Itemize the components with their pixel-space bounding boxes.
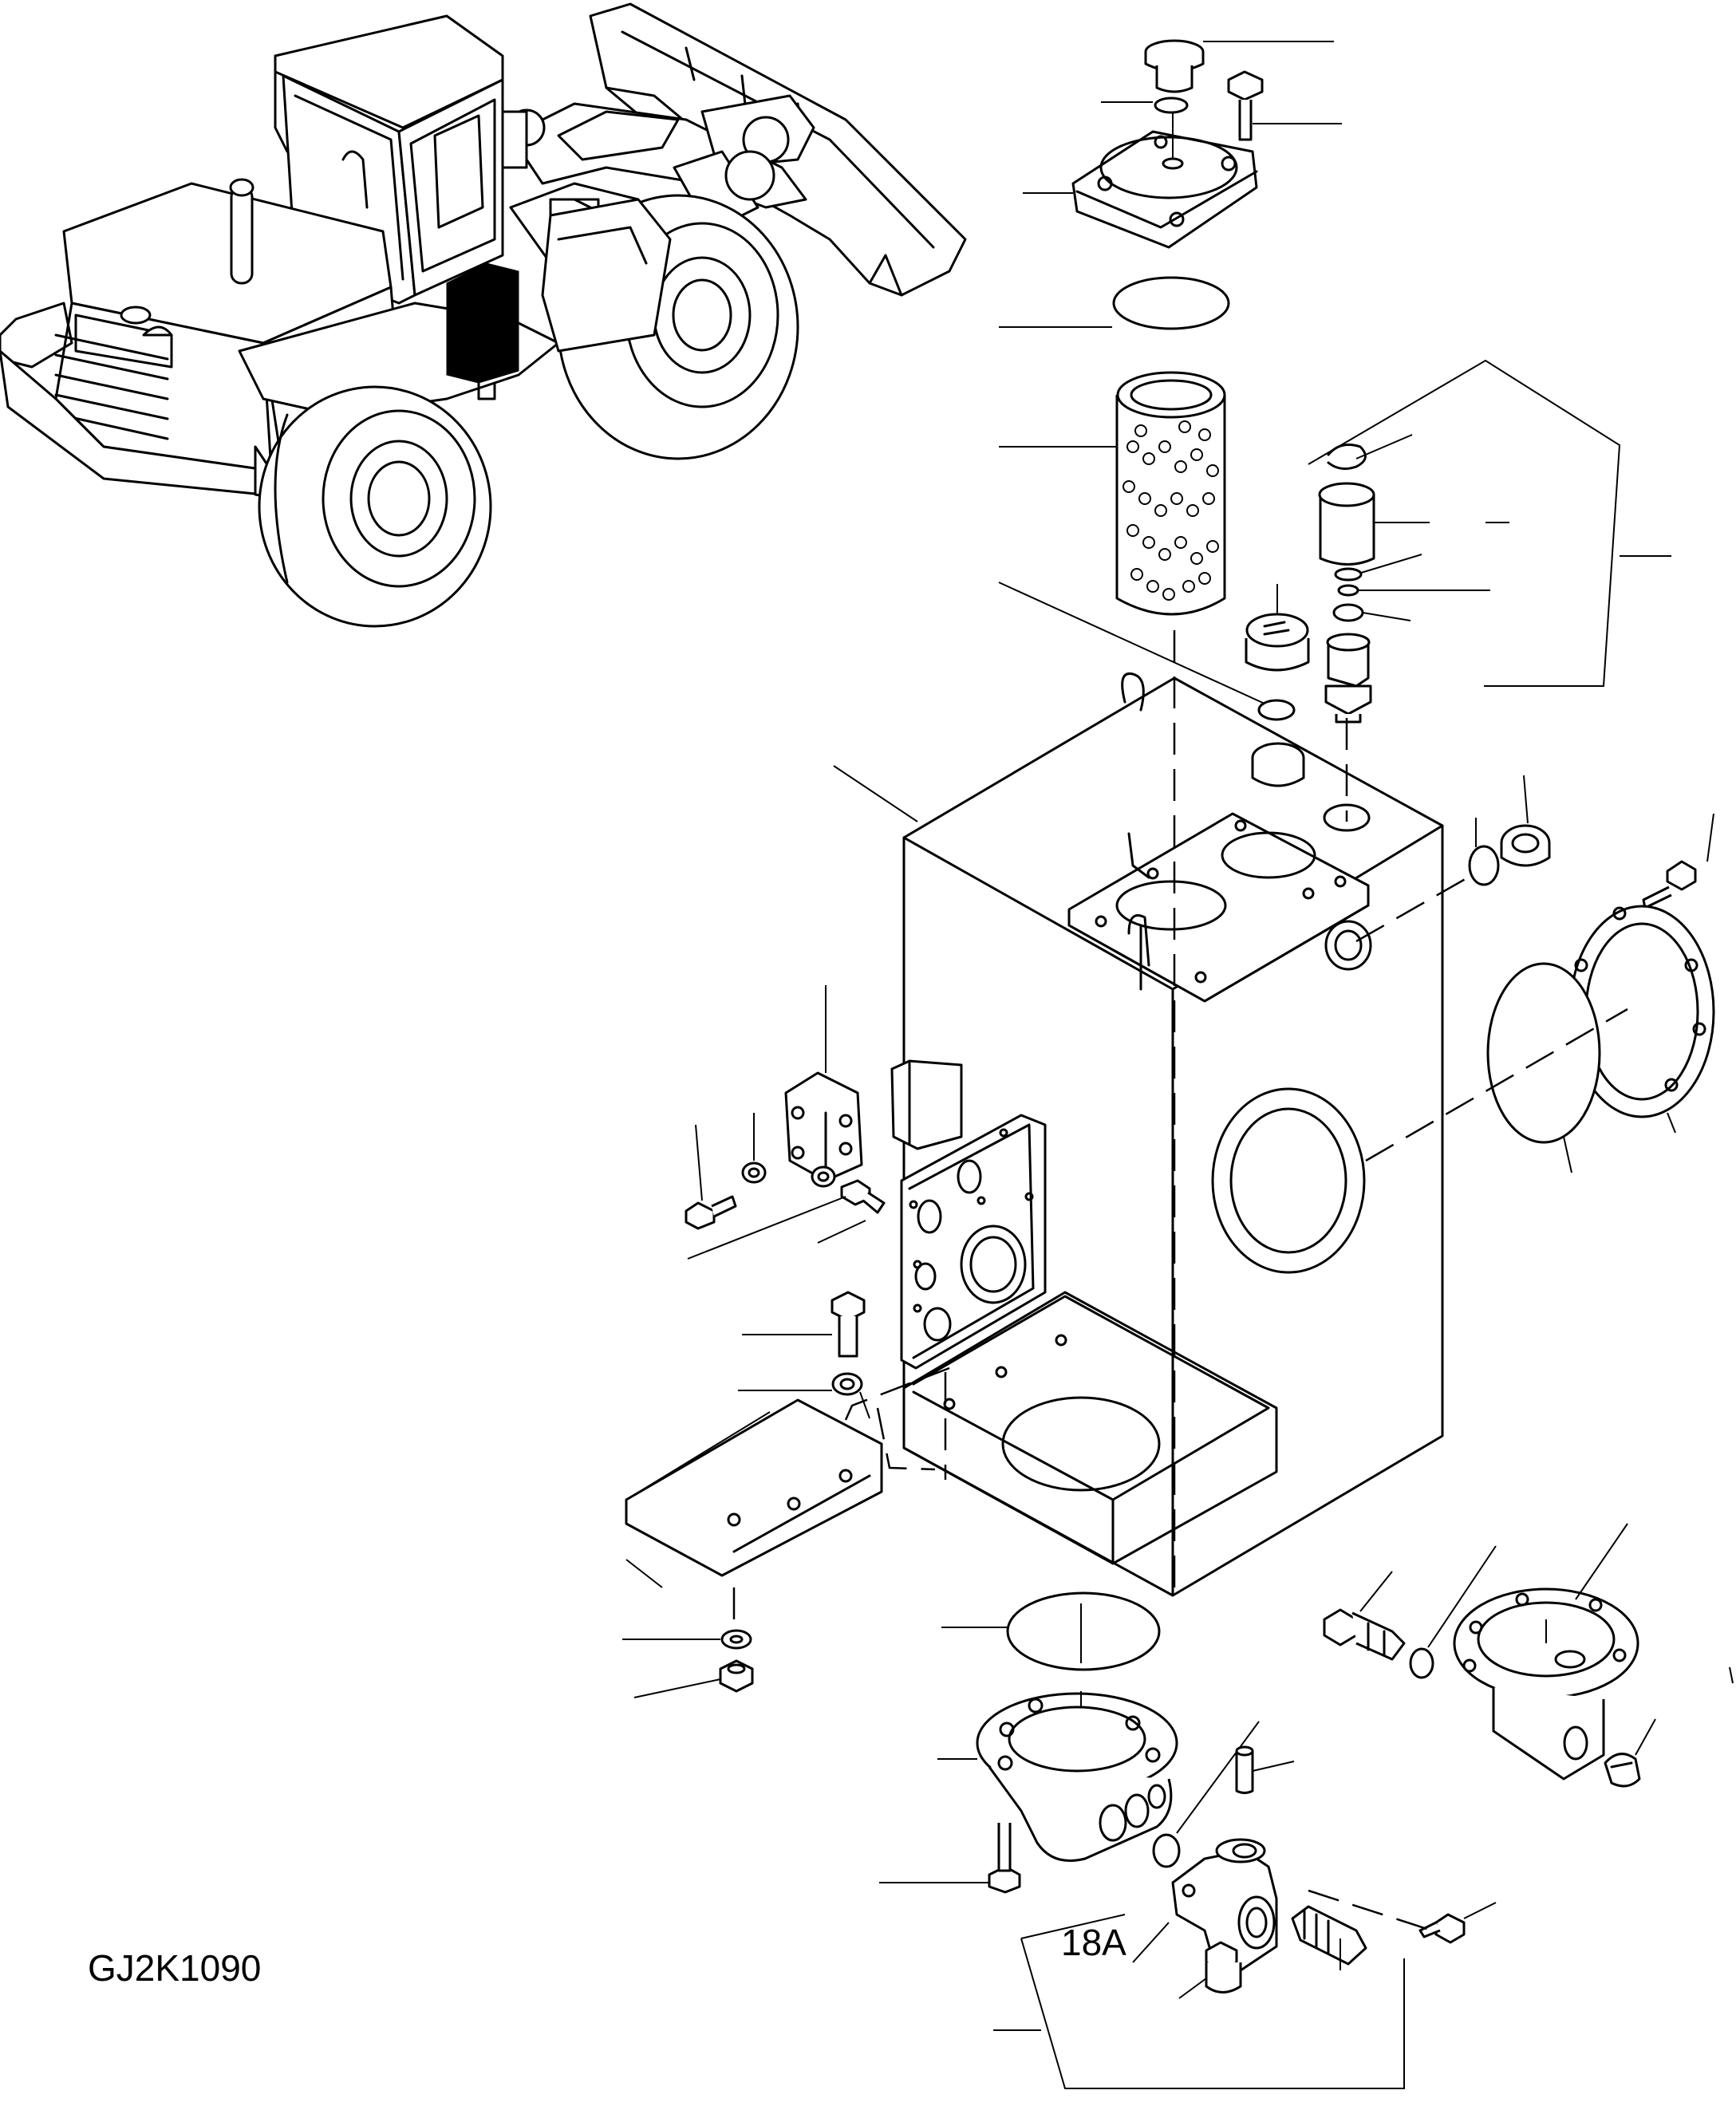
side-plug-icon <box>1500 775 1551 867</box>
cab-illustration <box>274 14 504 305</box>
breather-cap-icon <box>1144 39 1334 93</box>
outlet-gasket-icon <box>941 1591 1161 1671</box>
check-valve-bolt-icon <box>1418 1902 1497 1944</box>
valve-mounting-plate-icon <box>900 1114 1047 1370</box>
callout-18a-label: 18A <box>1061 1922 1126 1963</box>
rubber-pad-icon <box>890 1059 963 1150</box>
valve-piston-icon <box>1318 482 1509 566</box>
bolt-vertical-icon <box>742 1291 866 1358</box>
bracket-washer-2-icon <box>811 1165 836 1188</box>
o-ring-right-bottom-icon <box>1409 1545 1497 1679</box>
o-ring-tank-icon <box>998 582 1296 721</box>
check-valve-o-ring-icon <box>1152 1721 1260 1868</box>
inspection-axis <box>1365 1008 1628 1162</box>
check-valve-cap-icon <box>1178 1941 1242 1999</box>
snap-ring-icon <box>1327 434 1413 471</box>
drawing-code-label: GJ2K1090 <box>88 1947 262 1989</box>
dowel-pin-icon <box>1235 1745 1295 1794</box>
bracket-washer-icon <box>741 1113 767 1184</box>
valve-spring-rings-icon <box>1332 554 1490 622</box>
cover-gasket-icon <box>999 276 1230 330</box>
wheel-loader-icon <box>0 2 967 628</box>
strainer-element-icon <box>999 371 1226 616</box>
pilot-valve-housing-icon <box>1453 1523 1639 1781</box>
front-wheel-illustration <box>541 194 799 460</box>
banjo-bolt-right-icon <box>1323 1571 1406 1661</box>
side-port-axis <box>1355 876 1469 943</box>
outlet-flange-icon <box>937 1691 1178 1862</box>
outlet-bolt-icon <box>879 1823 1021 1894</box>
flange-bolt-right-icon <box>1642 813 1714 909</box>
plug-cap-icon <box>1245 584 1310 672</box>
check-valve-group-bracket <box>993 1914 1405 2089</box>
mounting-bracket-icon <box>784 985 863 1182</box>
inspection-gasket-icon <box>1486 962 1601 1173</box>
support-bracket-icon <box>625 1366 950 1588</box>
nut-bottom-icon <box>633 1659 754 1698</box>
washer-bottom-icon <box>622 1629 752 1650</box>
check-valve-plug-icon <box>1291 1905 1367 1966</box>
side-o-ring-icon <box>1468 818 1500 886</box>
hydraulic-tank-location-icon <box>446 262 519 400</box>
plug-right-icon <box>1604 1718 1656 1788</box>
check-valve-body-icon <box>1171 1838 1278 1972</box>
bypass-valve-icon <box>1324 633 1372 724</box>
edge-tick <box>1729 1666 1734 1684</box>
o-ring-small-icon <box>1101 97 1189 114</box>
lift-arm-illustration <box>493 94 815 233</box>
tank-cover-plate-icon <box>1023 112 1258 249</box>
check-valve-axis <box>1308 1889 1433 1932</box>
bracket-bolt-right-icon <box>687 1179 886 1260</box>
cover-bolt-icon <box>1227 70 1342 141</box>
washer-vertical-icon <box>738 1372 870 1419</box>
rear-wheel-illustration <box>258 385 492 628</box>
hydraulic-tank-body-icon <box>833 672 1444 1597</box>
bypass-valve-bracket <box>1308 359 1671 687</box>
bracket-bolt-left-icon <box>685 1124 737 1230</box>
